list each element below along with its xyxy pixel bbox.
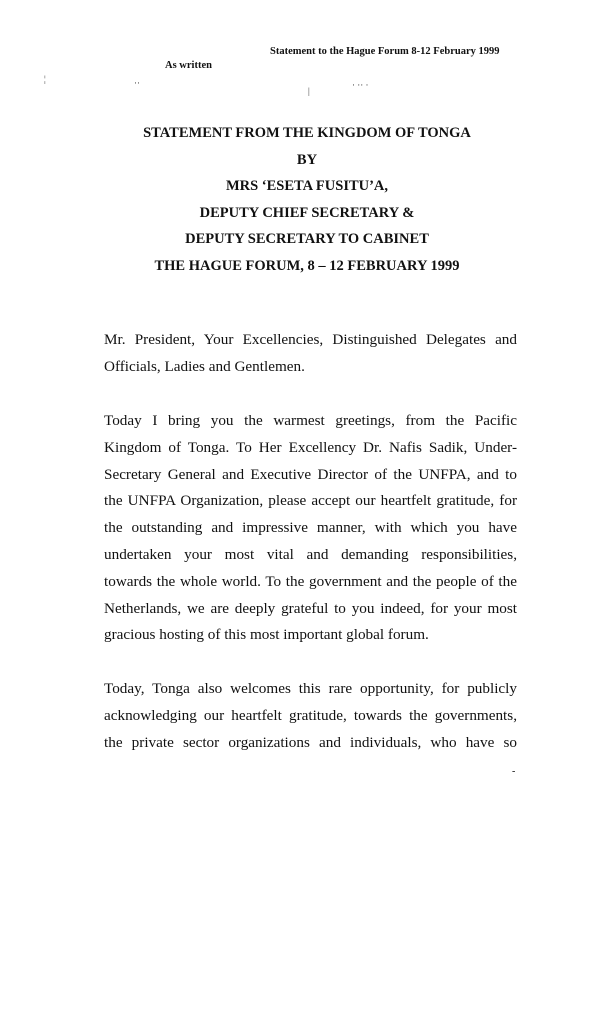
- scan-speck: |: [308, 86, 310, 96]
- title-line: MRS ‘ESETA FUSITU’A,: [225, 178, 389, 194]
- gratitude-paragraph: Today, Tonga also welcomes this rare opp…: [104, 676, 517, 756]
- scan-speck: ··: [134, 78, 140, 88]
- greetings-paragraph: Today I bring you the warmest greetings,…: [104, 408, 517, 649]
- text-line: acknowledging our heartfelt gratitude, t…: [104, 706, 517, 724]
- title-line: BY: [296, 151, 318, 168]
- running-header: Statement to the Hague Forum 8-12 Februa…: [270, 46, 500, 57]
- as-written-note: As written: [165, 60, 212, 71]
- text-line: Today, Tonga also welcomes this rare opp…: [104, 680, 517, 697]
- text-line: Officials, Ladies and Gentlemen.: [104, 357, 305, 375]
- title-line: DEPUTY SECRETARY TO CABINET: [185, 231, 429, 247]
- statement-title: STATEMENT FROM THE KINGDOM OF TONGA BY M…: [0, 124, 614, 283]
- text-line: the UNFPA Organization, please accept ou…: [104, 492, 517, 510]
- text-line: Mr. President, Your Excellencies, Distin…: [104, 331, 517, 348]
- text-line: undertaken your most vital and demanding…: [104, 545, 517, 563]
- scan-speck: ¦: [44, 74, 46, 84]
- text-line: Secretary General and Executive Director…: [104, 465, 517, 483]
- text-line: the private sector organizations and ind…: [104, 733, 517, 751]
- title-line: STATEMENT FROM THE KINGDOM OF TONGA: [143, 125, 471, 141]
- scan-speck: -: [512, 766, 516, 777]
- text-line: the outstanding and impressive manner, w…: [104, 519, 517, 537]
- text-line: Netherlands, we are deeply grateful to y…: [104, 599, 517, 617]
- scan-speck: · ·· ·: [352, 80, 369, 90]
- title-line: DEPUTY CHIEF SECRETARY &: [199, 204, 415, 221]
- title-line: THE HAGUE FORUM, 8 – 12 FEBRUARY 1999: [154, 257, 460, 274]
- text-line: gracious hosting of this most important …: [104, 626, 429, 644]
- salutation-paragraph: Mr. President, Your Excellencies, Distin…: [104, 327, 517, 381]
- text-line: Today I bring you the warmest greetings,…: [104, 412, 517, 429]
- text-line: Kingdom of Tonga. To Her Excellency Dr. …: [104, 438, 517, 456]
- text-line: towards the whole world. To the governme…: [104, 572, 517, 590]
